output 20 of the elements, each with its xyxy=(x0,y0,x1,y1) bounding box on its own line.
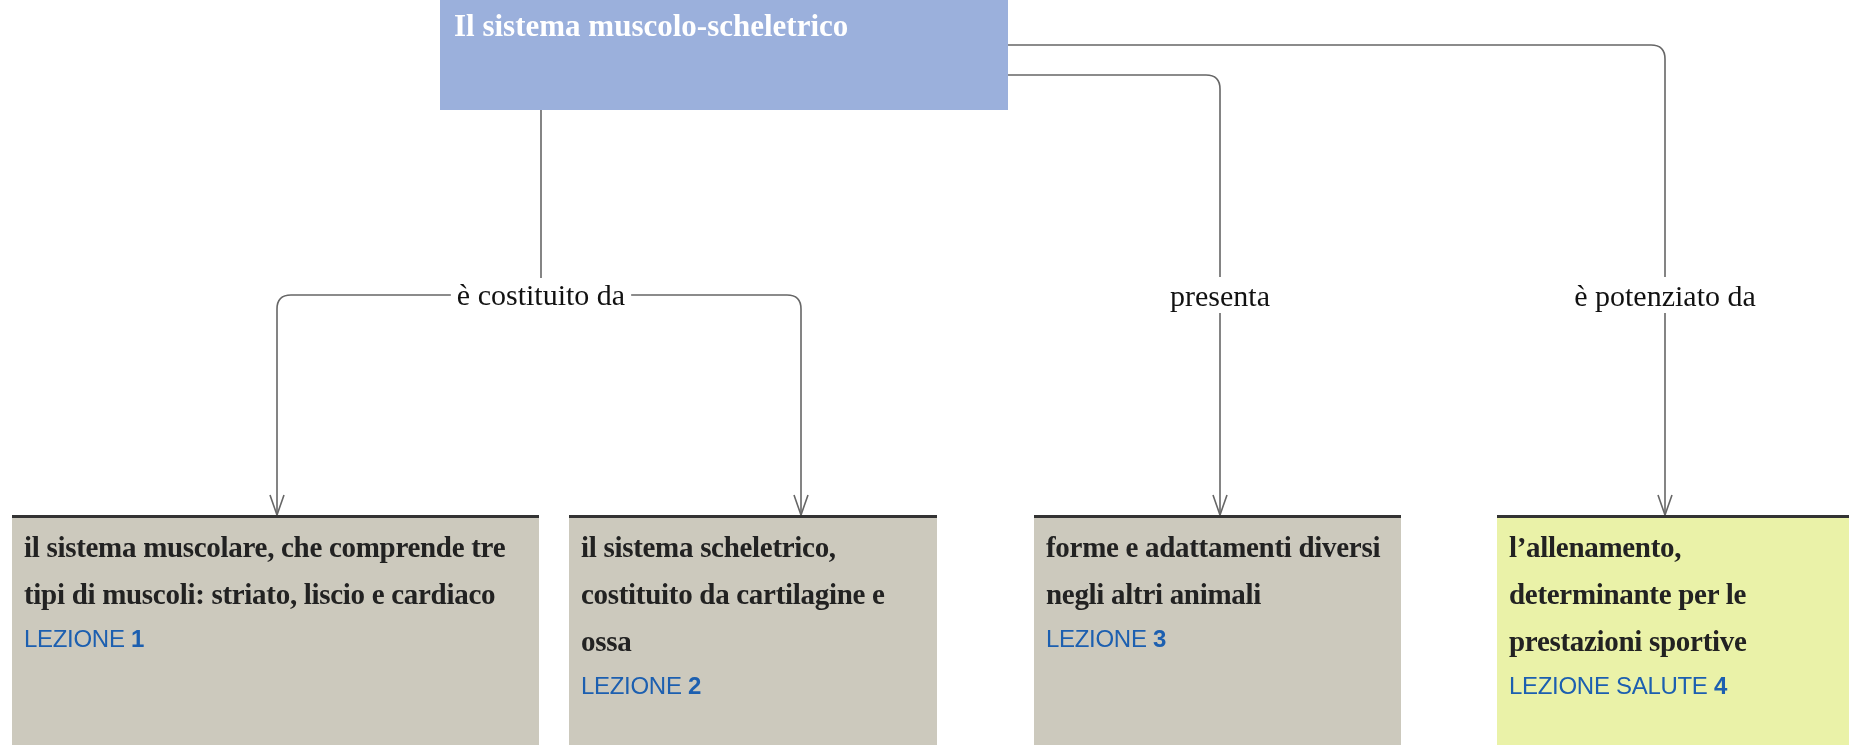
concept-box xyxy=(569,515,937,745)
arrow xyxy=(269,294,452,516)
concept-text: forme e adattamenti diversi negli altri animali xyxy=(1046,530,1382,612)
concept-box xyxy=(1497,515,1849,745)
arrow xyxy=(1657,312,1673,516)
connector-line xyxy=(1007,74,1221,278)
concept-box xyxy=(12,515,539,745)
arrow xyxy=(1212,312,1228,516)
title-box: Il sistema muscolo-scheletrico xyxy=(440,0,1008,110)
connector-line xyxy=(1007,44,1666,278)
lesson-reference: LEZIONE 3 xyxy=(1046,624,1168,654)
arrow xyxy=(630,294,809,516)
lesson-reference: LEZIONE SALUTE 4 xyxy=(1509,671,1729,701)
connector-line xyxy=(540,109,542,279)
lesson-reference: LEZIONE 1 xyxy=(24,624,146,654)
concept-box xyxy=(1034,515,1401,745)
concept-text: il sistema scheletrico, costituito da cartilagine e ossa xyxy=(581,530,886,659)
concept-text: il sistema muscolare, che comprende tre tipi di muscoli: striato, liscio e cardiaco xyxy=(24,530,507,612)
lesson-reference: LEZIONE 2 xyxy=(581,671,703,701)
concept-text: l’allenamento, determinante per le prestazioni sportive xyxy=(1509,530,1748,659)
